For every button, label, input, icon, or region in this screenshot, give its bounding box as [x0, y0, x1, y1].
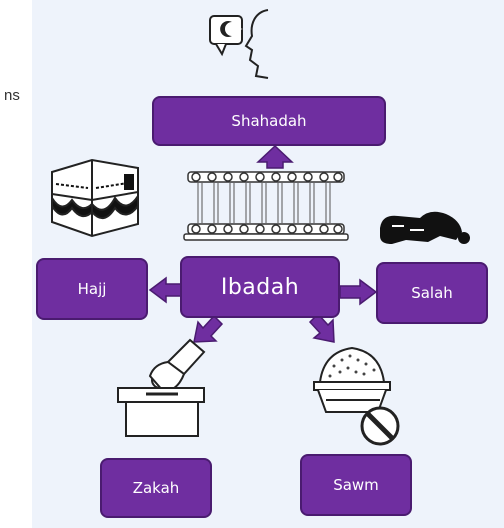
speaking-head-icon	[209, 9, 269, 79]
zakah-box: Zakah	[100, 458, 212, 518]
shahadah-box: Shahadah	[152, 96, 386, 146]
shahadah-label: Shahadah	[231, 112, 307, 130]
arrow-ibadah-to-hajj	[148, 276, 183, 304]
left-strip	[0, 0, 32, 528]
prostrating-person-icon	[380, 211, 470, 244]
food-bowl-icon	[313, 346, 391, 413]
no-sign-icon	[360, 406, 400, 446]
left-cut-text: ns	[4, 87, 20, 104]
sawm-box: Sawm	[300, 454, 412, 516]
arrow-ibadah-to-sawm	[308, 312, 335, 343]
salah-box: Salah	[376, 262, 488, 324]
ibadah-label: Ibadah	[220, 274, 300, 300]
salah-label: Salah	[411, 284, 453, 302]
hajj-box: Hajj	[36, 258, 148, 320]
ballot-box-icon	[117, 338, 206, 437]
arrow-ibadah-to-shahadah	[256, 144, 294, 169]
arrow-ibadah-to-zakah	[193, 314, 224, 343]
arrow-ibadah-to-salah	[339, 278, 378, 306]
pillars-icon	[183, 171, 349, 241]
zakah-label: Zakah	[132, 479, 180, 497]
ibadah-box: Ibadah	[180, 256, 340, 318]
sawm-label: Sawm	[333, 476, 379, 494]
hajj-label: Hajj	[77, 280, 107, 298]
kaaba-icon	[51, 158, 139, 238]
